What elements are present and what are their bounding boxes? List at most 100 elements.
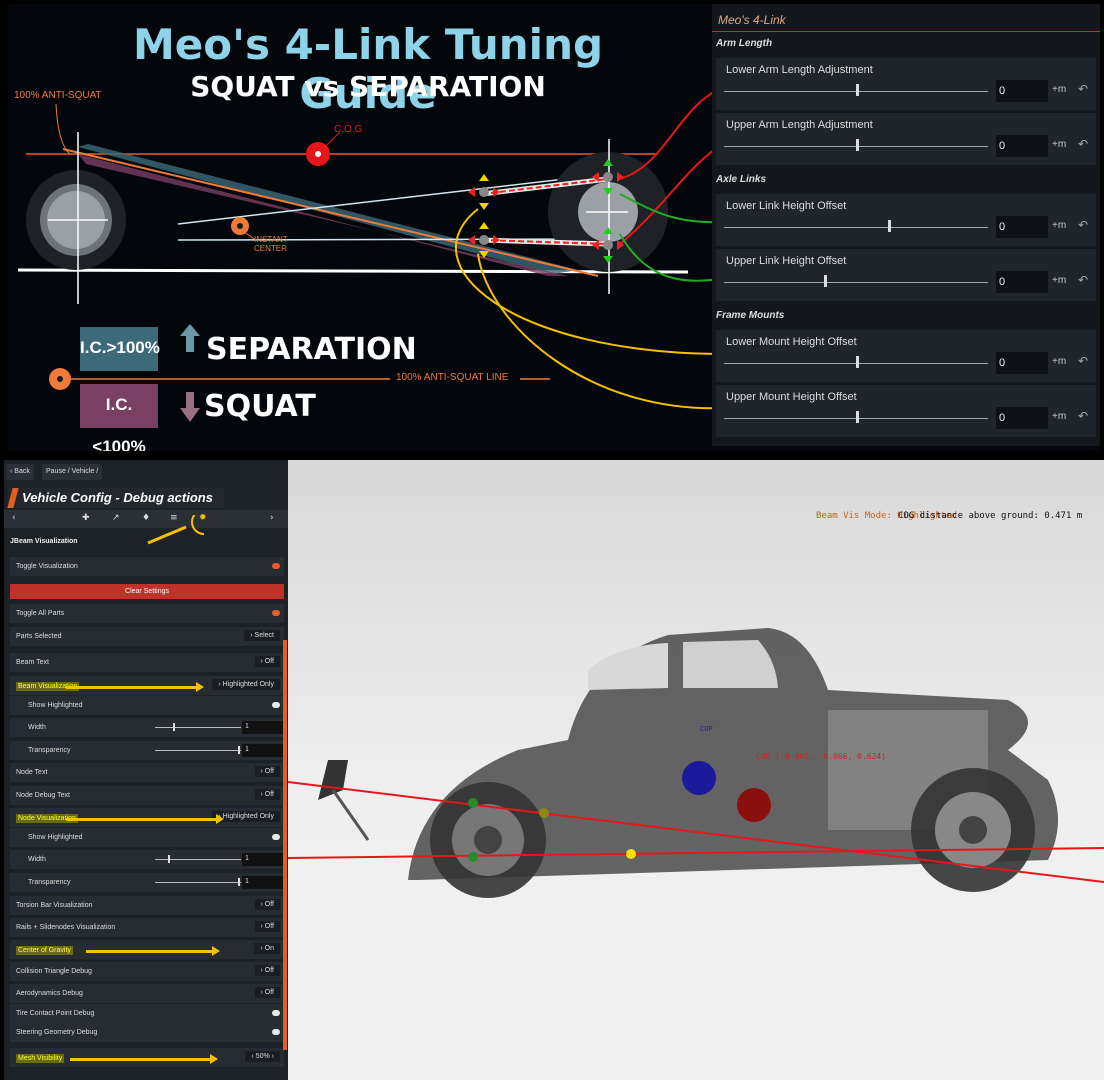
reset-icon[interactable]: ↶ [1078,273,1089,287]
scrollbar[interactable] [283,640,287,1050]
slider-knob[interactable] [856,84,859,96]
width-input-2[interactable]: 1 [242,853,284,866]
value-input[interactable]: 0 [996,216,1048,238]
toggle-switch[interactable] [272,610,280,616]
squat-label: SQUAT [204,389,316,424]
torsion-bar-row[interactable]: Torsion Bar Visualization› Off [10,896,284,915]
width-input[interactable]: 1 [242,721,284,734]
slider-label: Lower Link Height Offset [726,200,847,212]
suspension-diagram [17,85,727,428]
node-debug-select[interactable]: › Off [254,789,280,800]
toggle-switch[interactable] [272,1029,280,1035]
collision-select[interactable]: › Off [254,965,280,976]
node-visualization-row[interactable]: Node Visualization› Highlighted Only [10,808,284,827]
debug-bug-icon[interactable]: ✹ [199,513,207,523]
vehicle-viewport[interactable]: Beam Vis Mode: Highlighted COG distance … [288,460,1104,1080]
toggle-visualization-row[interactable]: Toggle Visualization [10,557,284,576]
toggle-all-parts-row[interactable]: Toggle All Parts [10,604,284,623]
game-screenshot: Beam Vis Mode: Highlighted COG distance … [0,460,1104,1080]
parts-icon[interactable]: ✚ [82,513,90,523]
reset-icon[interactable]: ↶ [1078,137,1089,151]
reset-icon[interactable]: ↶ [1078,409,1089,423]
node-debug-text-row[interactable]: Node Debug Text› Off [10,786,284,805]
guide-subtitle: SQUAT vs SEPARATION [190,70,546,103]
prev-arrow-icon[interactable]: ‹ [12,513,16,523]
separation-label: SEPARATION [206,332,417,367]
value-input[interactable]: 0 [996,271,1048,293]
toggle-switch[interactable] [272,1010,280,1016]
slider-knob[interactable] [824,275,827,287]
slider-track[interactable] [724,282,988,283]
reset-icon[interactable]: ↶ [1078,218,1089,232]
back-button[interactable]: ‹ Back [6,464,34,480]
slider-track[interactable] [724,227,988,228]
breadcrumb[interactable]: Pause / Vehicle / [42,464,103,480]
beam-text-row[interactable]: Beam Text› Off [10,653,284,672]
value-input[interactable]: 0 [996,407,1048,429]
aerodynamics-row[interactable]: Aerodynamics Debug› Off [10,984,284,1003]
parts-select-button[interactable]: › Select [244,630,280,641]
beam-vis-select[interactable]: › Highlighted Only [212,679,280,690]
slider-knob[interactable] [888,220,891,232]
reset-icon[interactable]: ↶ [1078,82,1089,96]
reset-icon[interactable]: ↶ [1078,354,1089,368]
unit-label: +m [1052,275,1067,286]
cog-label: C.O.G [334,124,363,135]
value-input[interactable]: 0 [996,135,1048,157]
toggle-switch[interactable] [272,563,280,569]
section-heading: Axle Links [716,174,767,185]
rails-row[interactable]: Rails + Slidenodes Visualization› Off [10,918,284,937]
show-highlighted-row-2[interactable]: Show Highlighted [10,828,284,847]
slider-knob[interactable] [856,356,859,368]
transparency-input-2[interactable]: 1 [242,876,284,889]
panel-title: Meo's 4-Link [712,4,1100,32]
value-input[interactable]: 0 [996,352,1048,374]
section-heading: Frame Mounts [716,310,785,321]
steering-geometry-row[interactable]: Steering Geometry Debug [10,1023,284,1042]
list-icon[interactable]: ≡ [170,513,178,523]
ic-greater-label: I.C.>100% [80,338,160,357]
beam-visualization-row[interactable]: Beam Visualization› Highlighted Only [10,676,284,695]
node-text-select[interactable]: › Off [254,766,280,777]
tire-contact-row[interactable]: Tire Contact Point Debug [10,1004,284,1023]
aero-select[interactable]: › Off [254,987,280,998]
show-highlighted-row[interactable]: Show Highlighted [10,696,284,715]
rails-select[interactable]: › Off [254,921,280,932]
collision-triangle-row[interactable]: Collision Triangle Debug› Off [10,962,284,981]
ic-less-label: I.C.<100% [92,395,146,451]
transparency-slider-2[interactable] [238,878,240,886]
mesh-visibility-stepper[interactable]: ‹ 50% › [245,1051,280,1062]
tune-icon[interactable]: ↗ [112,513,120,523]
torsion-select[interactable]: › Off [254,899,280,910]
beam-text-select[interactable]: › Off [254,656,280,667]
next-arrow-icon[interactable]: › [270,513,274,523]
cog-select[interactable]: › On [254,943,280,954]
width-slider-2[interactable] [168,855,170,863]
transparency-input[interactable]: 1 [242,744,284,757]
node-text-row[interactable]: Node Text› Off [10,763,284,782]
clear-settings-button[interactable]: Clear Settings [10,584,284,599]
toggle-switch[interactable] [272,702,280,708]
unit-label: +m [1052,84,1067,95]
toggle-switch[interactable] [272,834,280,840]
paint-icon[interactable]: ♦ [142,513,151,523]
arrow-mesh-vis [70,1054,218,1064]
parts-selected-row[interactable]: Parts Selected› Select [10,627,284,646]
width-slider[interactable] [173,723,175,731]
value-input[interactable]: 0 [996,80,1048,102]
transparency-slider[interactable] [238,746,240,754]
slider-knob[interactable] [856,139,859,151]
unit-label: +m [1052,411,1067,422]
slider-label: Upper Arm Length Adjustment [726,119,873,131]
slider-knob[interactable] [856,411,859,423]
